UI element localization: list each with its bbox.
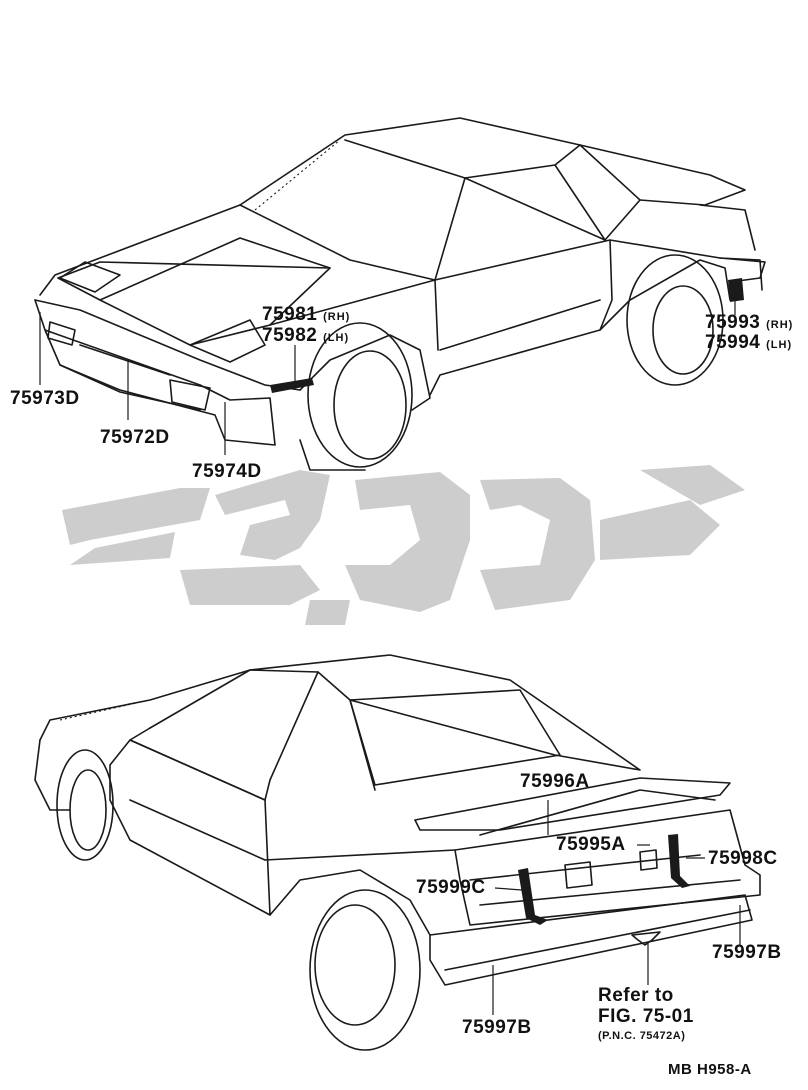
- callout-side-75982: (LH): [323, 332, 350, 344]
- callout-75973D: 75973D: [10, 388, 80, 409]
- callout-side-75993: (RH): [766, 319, 794, 331]
- callout-side-75994: (LH): [766, 339, 793, 351]
- callout-75997B-bottom: 75997B: [462, 1017, 532, 1038]
- callout-75981: 75981 (RH): [262, 305, 350, 327]
- callout-75972D: 75972D: [100, 427, 170, 448]
- callout-75994: 75994 (LH): [705, 333, 792, 355]
- watermark-logo: [62, 465, 745, 625]
- front-leader-lines: [39, 290, 736, 455]
- callout-75995A: 75995A: [556, 834, 626, 855]
- reference-line-1: Refer to: [598, 985, 674, 1006]
- rear-car-outline: [34, 654, 761, 1051]
- callout-part-75982: 75982: [262, 325, 318, 346]
- callout-75999C: 75999C: [416, 877, 486, 898]
- callout-part-75981: 75981: [262, 304, 318, 325]
- callout-part-75993: 75993: [705, 312, 761, 333]
- callout-75974D: 75974D: [192, 461, 262, 482]
- callout-75997B-right: 75997B: [712, 942, 782, 963]
- callout-75998C: 75998C: [708, 848, 778, 869]
- rear-leader-lines: [492, 800, 741, 1015]
- reference-line-3: (P.N.C. 75472A): [598, 1030, 686, 1042]
- front-car-outline: [34, 117, 766, 471]
- callout-75993: 75993 (RH): [705, 313, 793, 335]
- callout-75996A: 75996A: [520, 771, 590, 792]
- reference-line-2: FIG. 75-01: [598, 1006, 694, 1027]
- figure-code: MB H958-A: [668, 1061, 752, 1078]
- callout-75982: 75982 (LH): [262, 326, 349, 348]
- callout-part-75994: 75994: [705, 332, 761, 353]
- callout-side-75981: (RH): [323, 311, 351, 323]
